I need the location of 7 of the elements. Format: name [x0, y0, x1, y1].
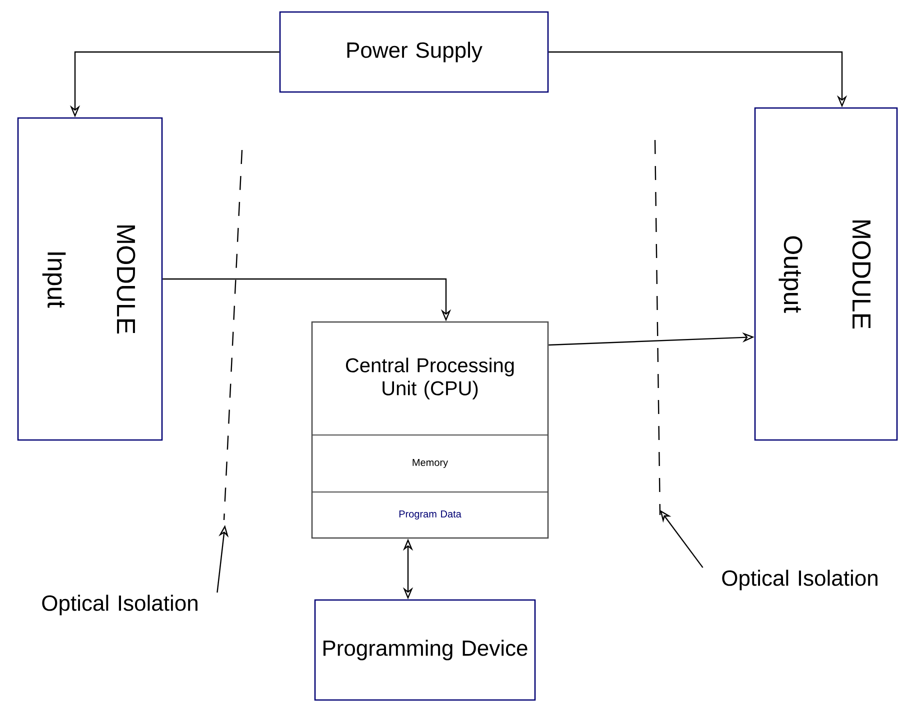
module-box: Output MODULE [754, 107, 898, 441]
module-box: Input MODULE [17, 117, 163, 441]
process-box: Power Supply [279, 11, 549, 93]
process-box: Programming Device [314, 599, 536, 701]
note-text: Optical Isolation [722, 570, 878, 590]
cpu-block: Central Processing Unit (CPU) Memory Program Data [311, 321, 549, 539]
note-text: Optical Isolation [42, 594, 198, 616]
